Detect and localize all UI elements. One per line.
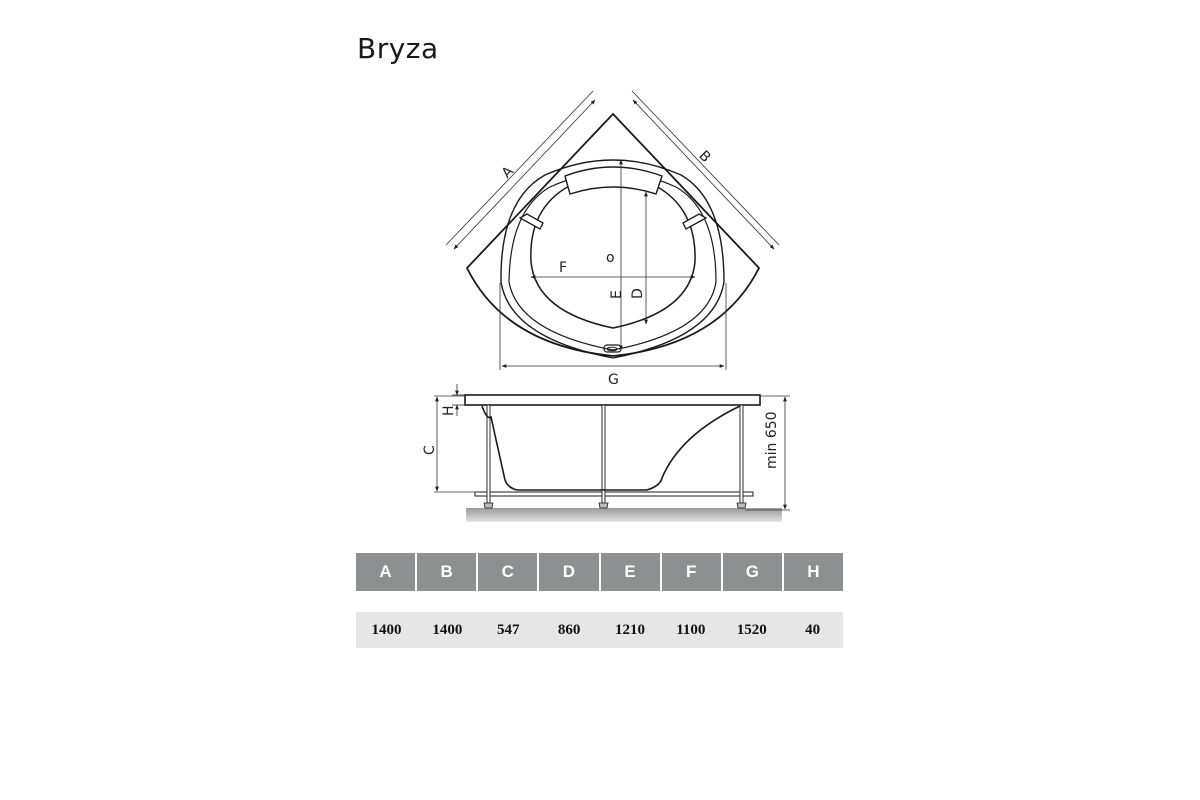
side-view-labels: H C min 650: [422, 405, 780, 469]
top-view-dimension-lines: [445, 90, 780, 370]
label-h: H: [441, 405, 457, 416]
label-g: G: [608, 372, 619, 388]
label-a: A: [499, 163, 517, 181]
header-cell-b: B: [417, 553, 479, 591]
value-cell-a: 1400: [371, 621, 402, 638]
label-o: o: [606, 250, 615, 266]
top-view: [465, 112, 761, 359]
dimensions-header-row: A B C D E F G H: [356, 553, 843, 591]
value-cell-d: 860: [557, 621, 581, 638]
value-cell-f: 1100: [676, 621, 706, 638]
header-cell-g: G: [722, 553, 784, 591]
label-d: D: [630, 288, 646, 299]
label-b: B: [695, 148, 713, 166]
header-cell-e: E: [600, 553, 662, 591]
value-cell-c: 547: [496, 621, 520, 638]
header-cell-f: F: [661, 553, 723, 591]
side-view-dimension-lines: [434, 384, 790, 511]
value-cell-g: 1520: [736, 621, 767, 638]
label-e: E: [609, 290, 625, 299]
value-cell-e: 1210: [614, 621, 645, 638]
dimensions-value-row: 1400 1400 547 860 1210 1100 1520 40: [356, 612, 843, 648]
side-view: [464, 394, 782, 522]
label-c: C: [422, 445, 438, 455]
product-title: Bryza: [357, 32, 439, 65]
header-cell-a: A: [356, 553, 418, 591]
header-cell-h: H: [783, 553, 843, 591]
label-f: F: [559, 260, 567, 276]
value-cell-b: 1400: [432, 621, 463, 638]
header-cell-c: C: [478, 553, 540, 591]
dimensions-table: A B C D E F G H 1400 1400 547 860 1210 1…: [356, 553, 843, 648]
value-cell-h: 40: [805, 621, 821, 638]
label-min-650: min 650: [764, 411, 780, 469]
header-cell-d: D: [539, 553, 601, 591]
